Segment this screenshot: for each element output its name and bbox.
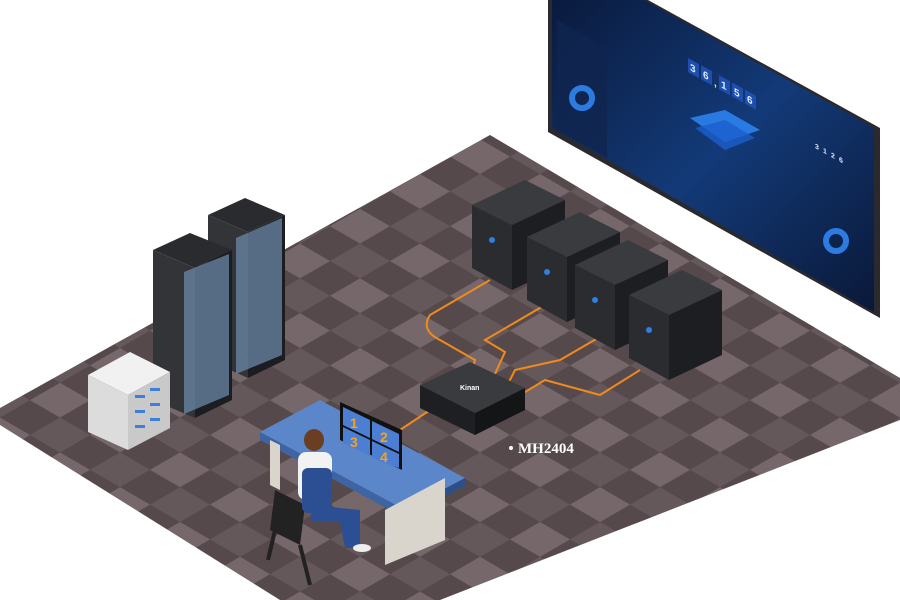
kvm-switch: Kinan bbox=[420, 362, 525, 435]
video-wall: 3 6 , 1 5 6 3 1 2 6 bbox=[548, 0, 880, 318]
quadrant-2-label: 2 bbox=[380, 429, 388, 445]
side-counter-digit: 2 bbox=[831, 150, 835, 161]
counter-digit: 1 bbox=[721, 79, 727, 93]
label-bullet bbox=[509, 446, 513, 450]
kvm-brand-logo: Kinan bbox=[460, 385, 479, 392]
quadrant-4-label: 4 bbox=[380, 449, 388, 465]
server-tower bbox=[629, 270, 722, 380]
counter-digit: 3 bbox=[690, 62, 696, 76]
counter-digit: , bbox=[714, 77, 717, 90]
server-towers bbox=[472, 180, 722, 380]
monitor: 1 2 3 4 bbox=[340, 402, 402, 470]
operator bbox=[266, 429, 371, 586]
device-model-label: MH2404 bbox=[518, 441, 574, 457]
donut-chart-icon bbox=[569, 85, 595, 111]
side-counter-digit: 1 bbox=[823, 146, 827, 157]
floor bbox=[0, 135, 900, 600]
quadrant-1-label: 1 bbox=[350, 415, 358, 431]
side-counter-digit: 6 bbox=[839, 155, 843, 166]
cables bbox=[399, 279, 641, 431]
storage-cabinet bbox=[88, 352, 170, 450]
counter-digit: 5 bbox=[734, 86, 740, 100]
donut-chart-icon bbox=[823, 228, 849, 254]
quadrant-3-label: 3 bbox=[350, 434, 358, 450]
side-counter-digit: 3 bbox=[815, 141, 819, 152]
desk bbox=[260, 400, 465, 565]
counter-digit: 6 bbox=[703, 69, 709, 83]
counter-digit: 6 bbox=[747, 93, 753, 107]
